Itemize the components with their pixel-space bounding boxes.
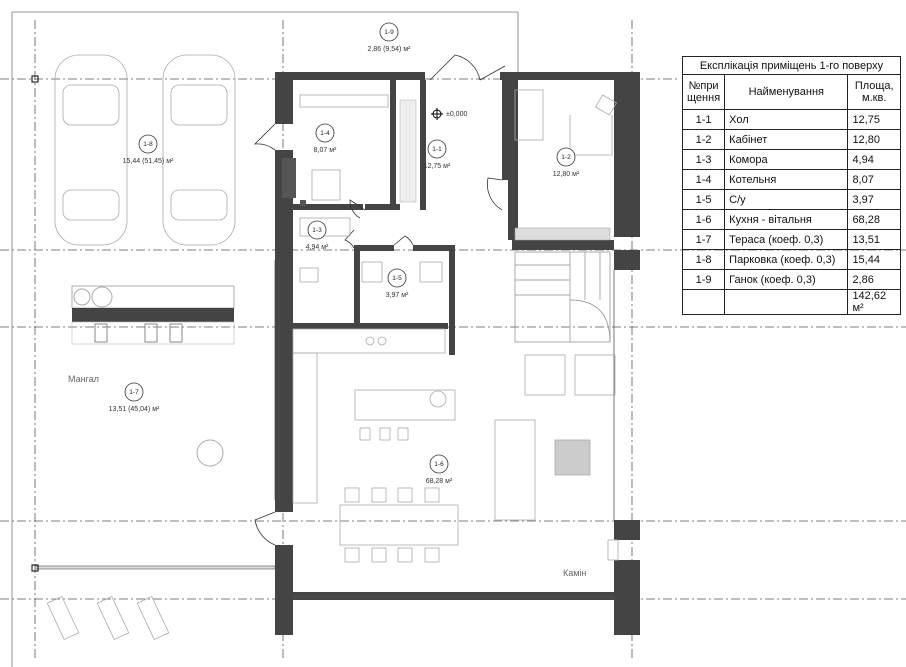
room-tag-circle bbox=[427, 139, 447, 159]
parking-cars bbox=[54, 54, 236, 246]
level-mark-text: ±0,000 bbox=[446, 111, 467, 118]
row-number: 1-7 bbox=[681, 229, 726, 250]
room-tag-number: 1-6 bbox=[434, 461, 444, 468]
row-name: Котельня bbox=[724, 169, 849, 190]
staircase bbox=[514, 251, 611, 343]
row-number: 1-6 bbox=[681, 209, 726, 230]
room-tag-circle bbox=[387, 268, 407, 288]
boiler-equipment bbox=[282, 158, 306, 206]
row-number: 1-4 bbox=[681, 169, 726, 190]
room-area-label: 12,75 м² bbox=[424, 163, 451, 170]
total-spacer bbox=[681, 289, 726, 315]
room-tag-number: 1-7 bbox=[129, 389, 139, 396]
interior-walls bbox=[293, 80, 614, 355]
row-area: 68,28 bbox=[847, 209, 901, 230]
windows bbox=[274, 260, 615, 599]
row-number: 1-2 bbox=[681, 129, 726, 150]
row-name: Кухня - вітальня bbox=[724, 209, 849, 230]
room-area-label: 13,51 (45,04) м² bbox=[109, 406, 160, 413]
room-tags: 1-9 2,86 (9,54) м² 1-8 15,44 (51,45) м² 1-4 8… bbox=[109, 22, 580, 485]
room-area-label: 12,80 м² bbox=[553, 171, 580, 178]
kitchen-living-furniture bbox=[292, 89, 619, 563]
row-name: Кабінет bbox=[724, 129, 849, 150]
room-tag-number: 1-9 bbox=[384, 29, 394, 36]
row-area: 2,86 bbox=[847, 269, 901, 290]
table-caption: Експлікація приміщень 1-го поверху bbox=[682, 56, 901, 75]
bbq-label: Мангал bbox=[68, 374, 99, 384]
exterior-walls bbox=[275, 72, 640, 635]
site-boundary bbox=[11, 11, 519, 667]
fireplace-label: Камін bbox=[563, 568, 586, 578]
room-tag-number: 1-5 bbox=[392, 275, 402, 282]
wardrobe bbox=[399, 99, 417, 203]
row-area: 13,51 bbox=[847, 229, 901, 250]
row-number: 1-3 bbox=[681, 149, 726, 170]
room-tag-circle bbox=[124, 382, 144, 402]
row-area: 4,94 bbox=[847, 149, 901, 170]
post-marker bbox=[31, 564, 39, 572]
room-area-label: 68,28 м² bbox=[426, 478, 453, 485]
room-area-label: 8,07 м² bbox=[314, 147, 337, 154]
row-name: Ганок (коеф. 0,3) bbox=[724, 269, 849, 290]
room-tag-circle bbox=[315, 123, 335, 143]
row-number: 1-1 bbox=[681, 109, 726, 130]
room-tag-circle bbox=[307, 220, 327, 240]
room-area-label: 3,97 м² bbox=[386, 292, 409, 299]
header-area: Площа, м.кв. bbox=[847, 74, 901, 110]
room-tag-circle bbox=[556, 147, 576, 167]
row-area: 12,75 bbox=[847, 109, 901, 130]
post-marker bbox=[31, 75, 39, 83]
row-number: 1-8 bbox=[681, 249, 726, 270]
row-area: 8,07 bbox=[847, 169, 901, 190]
row-name: Комора bbox=[724, 149, 849, 170]
header-number: №при щення bbox=[681, 74, 726, 110]
header-name: Найменування bbox=[724, 74, 849, 110]
total-area: 142,62 м² bbox=[847, 289, 901, 315]
doors bbox=[253, 54, 506, 546]
shelving bbox=[514, 227, 611, 241]
row-name: Тераса (коеф. 0,3) bbox=[724, 229, 849, 250]
row-area: 12,80 bbox=[847, 129, 901, 150]
row-name: С/у bbox=[724, 189, 849, 210]
room-tag-number: 1-8 bbox=[143, 141, 153, 148]
room-tag-number: 1-4 bbox=[320, 130, 330, 137]
row-area: 15,44 bbox=[847, 249, 901, 270]
room-area-label: 2,86 (9,54) м² bbox=[368, 46, 412, 53]
room-area-label: 15,44 (51,45) м² bbox=[123, 158, 174, 165]
room-tag-circle bbox=[429, 454, 449, 474]
room-schedule-table: Експлікація приміщень 1-го поверху №при … bbox=[681, 56, 901, 315]
room-tag-circle bbox=[138, 134, 158, 154]
row-name: Хол bbox=[724, 109, 849, 130]
total-spacer bbox=[724, 289, 849, 315]
room-tag-number: 1-1 bbox=[432, 146, 442, 153]
room-tag-number: 1-3 bbox=[312, 227, 322, 234]
room-area-label: 4,94 м² bbox=[306, 244, 329, 251]
level-mark: ±0,000 bbox=[431, 108, 467, 120]
row-name: Парковка (коеф. 0,3) bbox=[724, 249, 849, 270]
row-area: 3,97 bbox=[847, 189, 901, 210]
row-number: 1-9 bbox=[681, 269, 726, 290]
room-tag-number: 1-2 bbox=[561, 154, 571, 161]
room-tag-circle bbox=[379, 22, 399, 42]
row-number: 1-5 bbox=[681, 189, 726, 210]
terrace-furniture bbox=[46, 285, 235, 641]
